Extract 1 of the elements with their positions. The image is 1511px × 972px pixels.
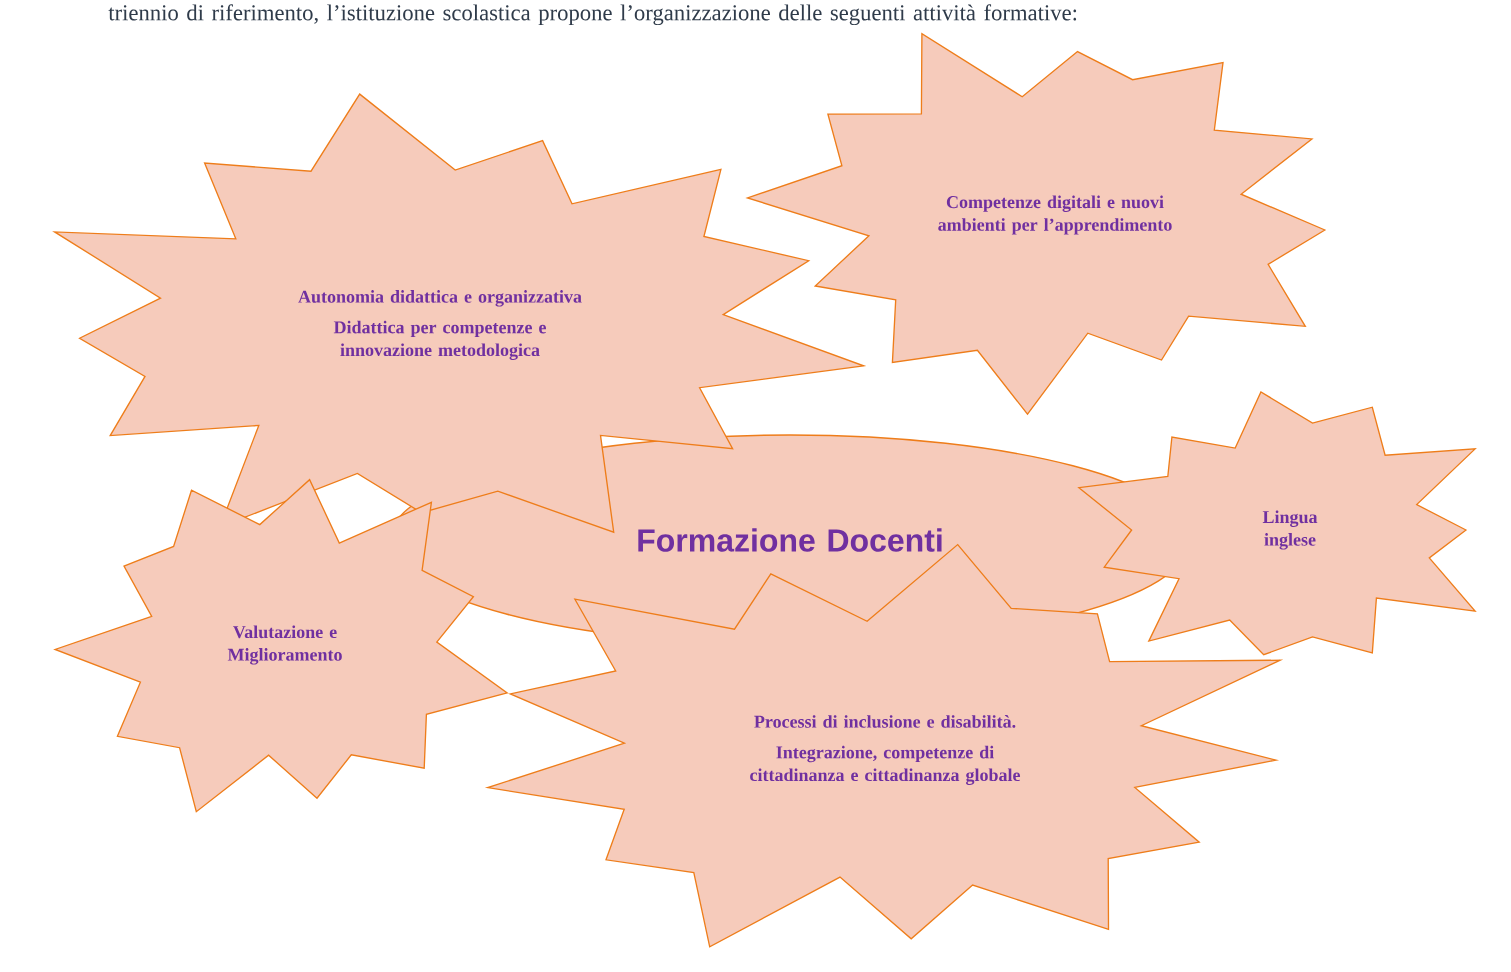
intro-text: triennio di riferimento, l’istituzione scolastica propone l’organizzazione delle seguenti attività formative: bbox=[108, 4, 1077, 26]
